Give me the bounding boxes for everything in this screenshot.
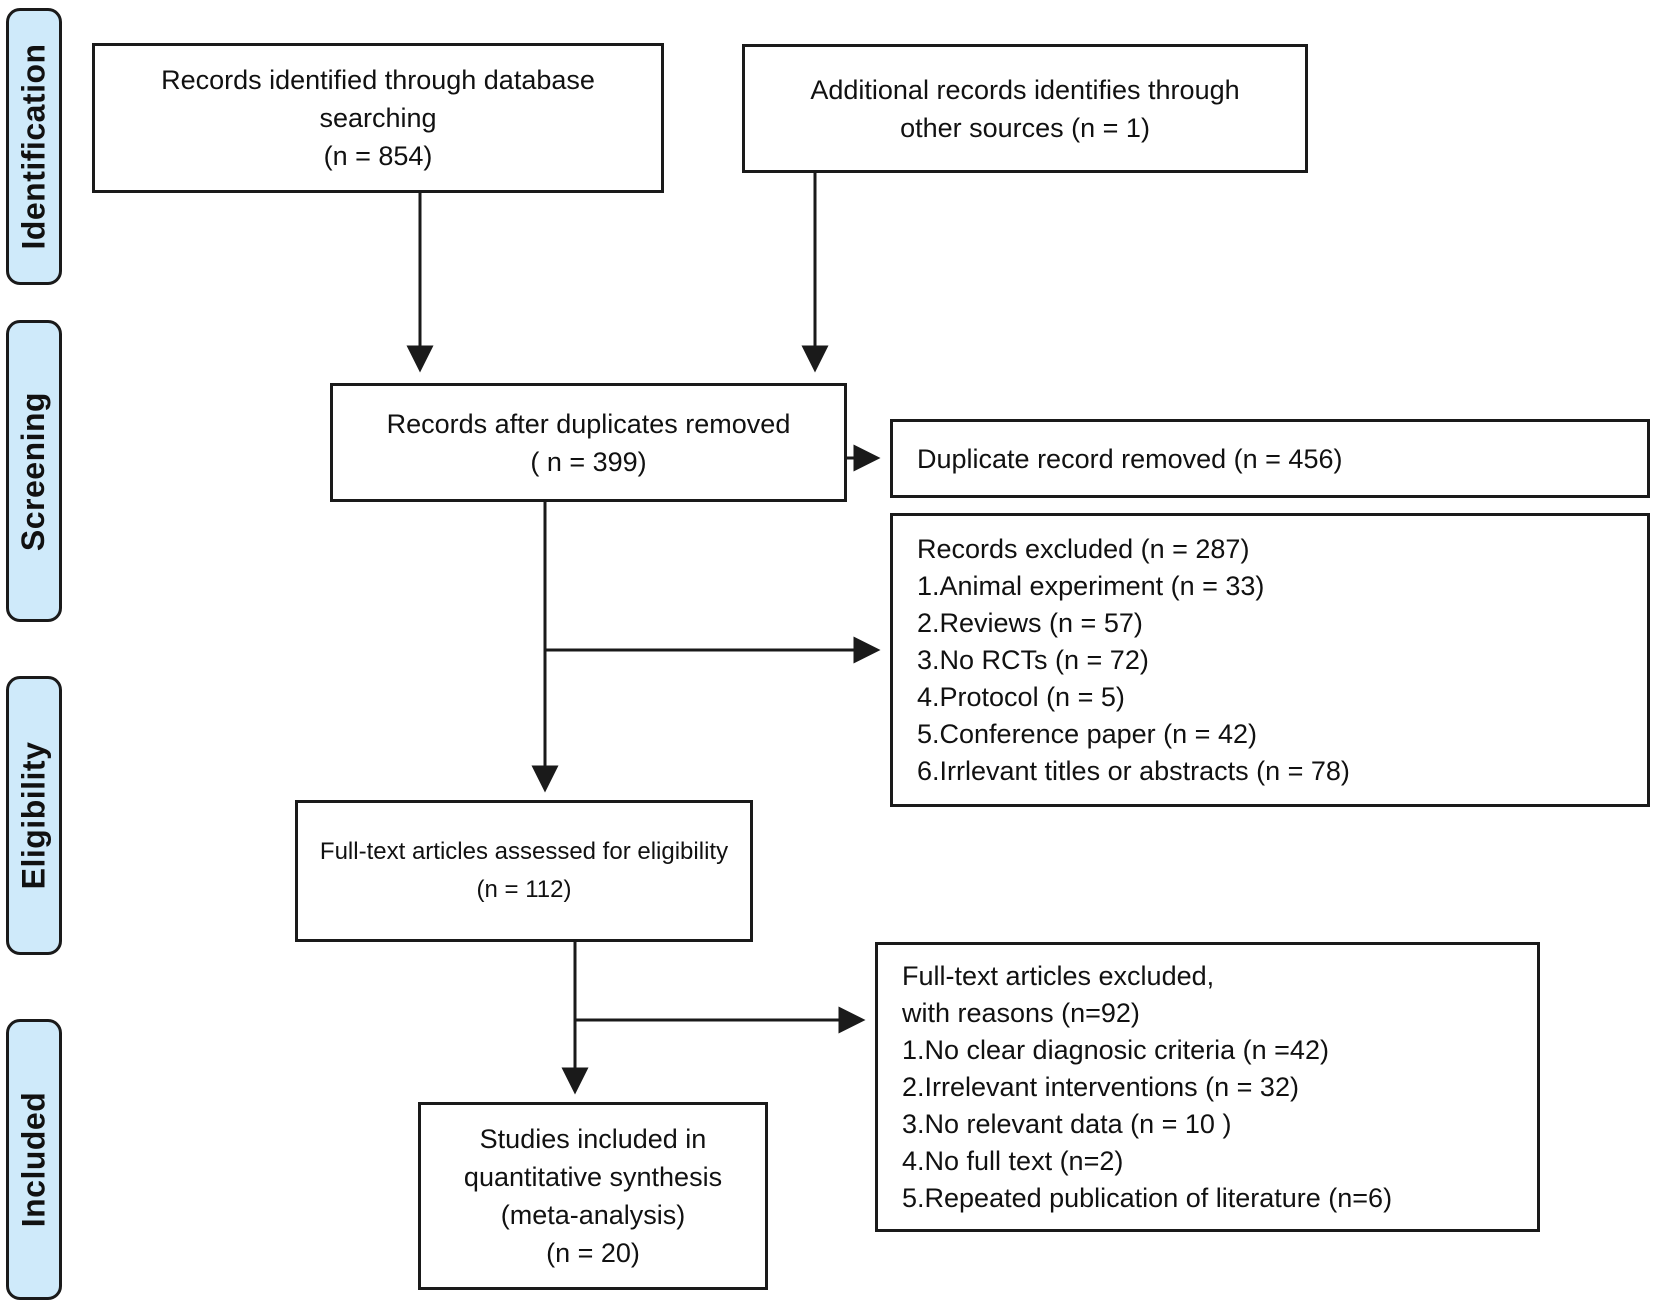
box-text-line: 4.Protocol (n = 5) [917, 681, 1125, 712]
box-text-line: searching [319, 103, 437, 133]
box-text-line: Full-text articles excluded, [902, 960, 1215, 991]
box-text-line: 1.No clear diagnosic criteria (n =42) [902, 1034, 1329, 1065]
box-text-line: (n = 112) [476, 876, 572, 903]
box-text-line: Records excluded (n = 287) [917, 533, 1250, 564]
box-text-line: (n = 854) [323, 141, 433, 171]
box-text-line: Records after duplicates removed [386, 408, 791, 439]
box-text-line: Records identified through database [161, 65, 595, 95]
stage-label-screening: Screening [6, 320, 62, 622]
stage-label-eligibility: Eligibility [6, 676, 62, 955]
box-text-line: other sources (n = 1) [900, 112, 1150, 143]
box-text-line: with reasons (n=92) [902, 997, 1140, 1028]
box-text-line: 3.No RCTs (n = 72) [917, 644, 1149, 675]
stage-label-identification: Identification [6, 8, 62, 285]
box-text-line: ( n = 399) [530, 446, 647, 477]
box-text-line: 2.Reviews (n = 57) [917, 607, 1143, 638]
box-text-line: 5.Repeated publication of literature (n=… [902, 1182, 1393, 1213]
box-text-line: quantitative synthesis [463, 1162, 723, 1192]
node-records-after-duplicates-removed: Records after duplicates removed ( n = 3… [330, 383, 847, 502]
box-text-line: 6.Irrlevant titles or abstracts (n = 78) [917, 755, 1350, 786]
node-fulltext-excluded: Full-text articles excluded, with reason… [875, 942, 1540, 1232]
stage-label-included: Included [6, 1019, 62, 1300]
stage-label-eligibility-text: Eligibility [15, 741, 52, 890]
box-text-line: 5.Conference paper (n = 42) [917, 718, 1257, 749]
node-duplicate-record-removed: Duplicate record removed (n = 456) [890, 419, 1650, 498]
node-additional-records: Additional records identifies through ot… [742, 44, 1308, 173]
box-text-line: 3.No relevant data (n = 10 ) [902, 1108, 1232, 1139]
box-text-line: (meta-analysis) [500, 1200, 686, 1230]
stage-label-screening-text: Screening [15, 391, 52, 551]
node-records-excluded: Records excluded (n = 287) 1.Animal expe… [890, 513, 1650, 807]
box-text-line: 4.No full text (n=2) [902, 1145, 1124, 1176]
box-text-line: 2.Irrelevant interventions (n = 32) [902, 1071, 1299, 1102]
stage-label-identification-text: Identification [15, 43, 52, 250]
stage-label-included-text: Included [15, 1091, 52, 1228]
box-text-line: Additional records identifies through [810, 74, 1240, 105]
node-studies-included: Studies included in quantitative synthes… [418, 1102, 768, 1290]
box-text-line: 1.Animal experiment (n = 33) [917, 570, 1265, 601]
box-text-line: Duplicate record removed (n = 456) [917, 443, 1343, 474]
node-fulltext-assessed: Full-text articles assessed for eligibil… [295, 800, 753, 942]
box-text-line: Full-text articles assessed for eligibil… [319, 838, 729, 865]
box-text-line: Studies included in [479, 1124, 707, 1154]
node-records-identified: Records identified through database sear… [92, 43, 664, 193]
box-text-line: (n = 20) [546, 1238, 640, 1268]
